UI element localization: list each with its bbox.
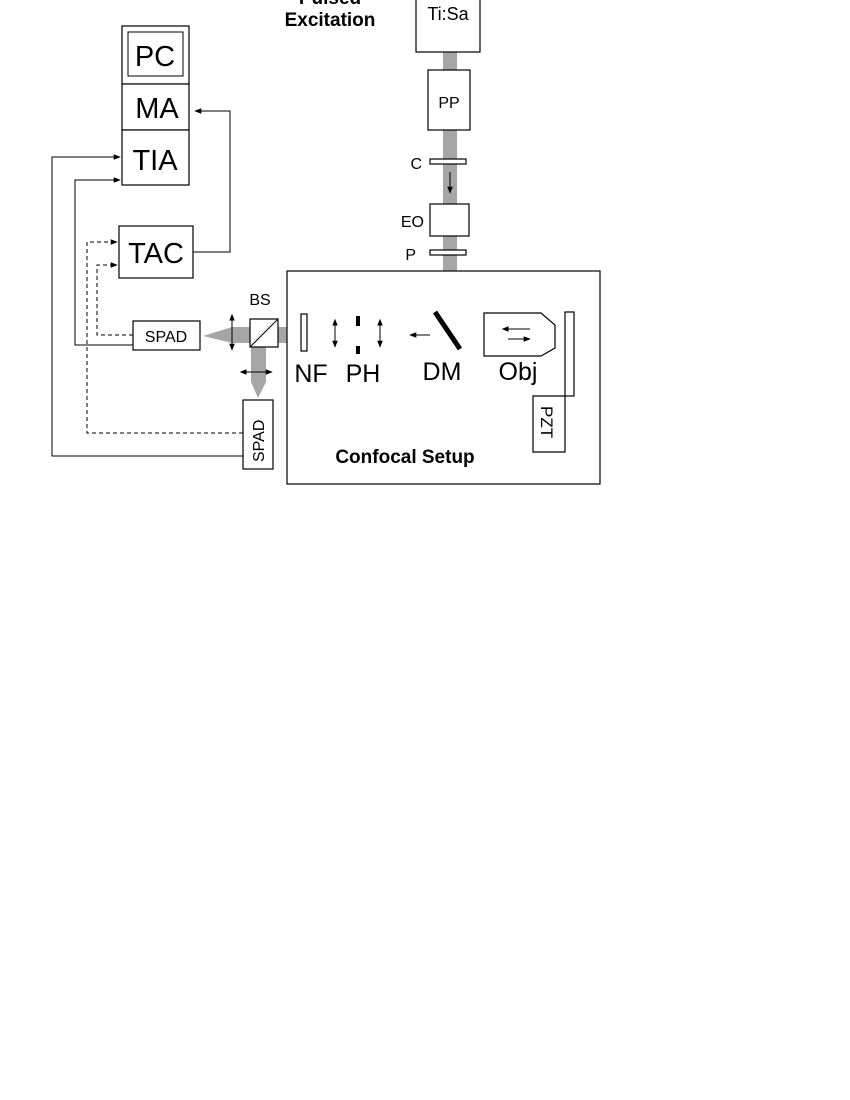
p-element <box>429 249 467 256</box>
bs-label: BS <box>249 292 270 309</box>
spad-horizontal-label: SPAD <box>145 329 187 346</box>
spad-horizontal-box <box>132 320 201 351</box>
spad-vertical-box <box>242 399 274 470</box>
notch-filter <box>300 313 308 352</box>
laser-label: Ti:Sa <box>427 4 469 24</box>
ma-box <box>121 83 190 131</box>
obj-label: Obj <box>499 358 538 386</box>
eo-label: EO <box>401 214 424 231</box>
c-label: C <box>410 156 422 173</box>
dm-label: DM <box>423 358 462 386</box>
ph-label: PH <box>346 360 381 388</box>
confocal-setup-label: Confocal Setup <box>335 447 474 468</box>
dichroic-mirror <box>432 310 463 351</box>
pulse-picker-box <box>427 69 471 131</box>
laser-box <box>415 0 481 53</box>
beam-splitter-diagonal <box>249 318 279 348</box>
spad-vertical-to-tac-connection <box>86 239 243 434</box>
objective-body <box>483 312 556 357</box>
ma-label: MA <box>135 93 179 125</box>
pc-box <box>121 25 190 85</box>
pzt-box <box>532 395 566 453</box>
pzt-label: PZT <box>537 406 556 438</box>
tia-label: TIA <box>132 145 178 177</box>
pc-screen <box>127 31 184 77</box>
pulsed-label: Pulsed <box>299 0 361 9</box>
sample-plate <box>564 311 575 397</box>
excitation-label: Excitation <box>285 10 376 31</box>
spad-vertical-label: SPAD <box>251 420 268 462</box>
eo-box <box>429 203 470 237</box>
nf-label: NF <box>294 360 327 388</box>
spad-horizontal-to-tac-connection <box>96 262 133 336</box>
spad-horizontal-to-tia-connection <box>74 177 133 346</box>
tac-box <box>118 225 194 279</box>
p-label: P <box>405 247 416 264</box>
spad-vertical-to-tia-connection <box>51 154 243 457</box>
pc-label: PC <box>135 41 175 73</box>
tia-box <box>121 129 190 186</box>
pulse-picker-label: PP <box>438 95 459 112</box>
tac-to-ma-connection <box>193 108 231 253</box>
c-element <box>429 158 467 165</box>
tac-label: TAC <box>128 238 184 270</box>
